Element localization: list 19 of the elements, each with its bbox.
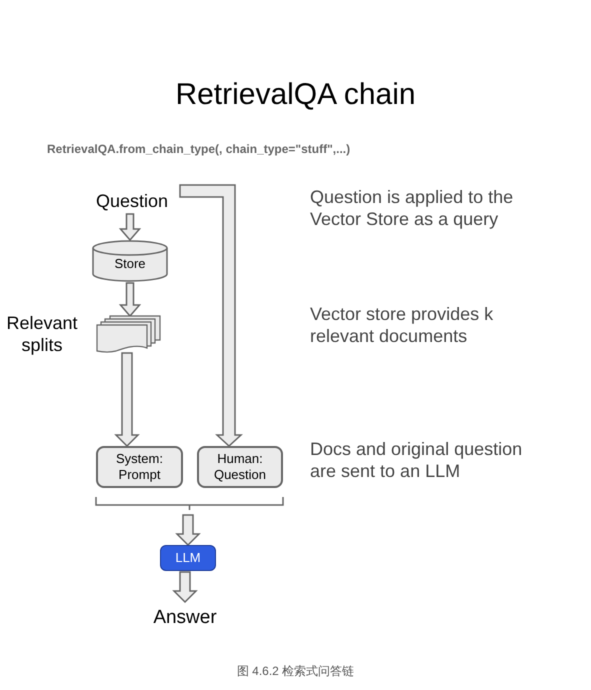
node-label: Question	[96, 190, 168, 212]
annotation-text: Vector store provides k relevant documents	[310, 303, 494, 347]
annotation-text: Docs and original question are sent to an LLM	[310, 438, 524, 482]
merge-arrow	[95, 496, 284, 546]
block-arrow	[114, 352, 140, 448]
block-arrow	[172, 571, 198, 604]
title: RetrievalQA chain	[175, 77, 416, 113]
node-label: Store	[114, 255, 146, 274]
code-snippet: RetrievalQA.from_chain_type(, chain_type="stuff",...)	[47, 141, 350, 158]
process-box: System: Prompt	[96, 446, 183, 488]
process-box: Human: Question	[197, 446, 283, 488]
node-label: Relevant splits	[5, 312, 79, 356]
block-arrow	[118, 282, 142, 318]
block-arrow	[179, 184, 243, 448]
process-box: LLM	[160, 545, 216, 571]
figure-caption: 图 4.6.2 检索式问答链	[236, 663, 354, 680]
block-arrow	[118, 213, 142, 242]
node-label: Answer	[153, 606, 217, 630]
annotation-text: Question is applied to the Vector Store as a query	[310, 186, 514, 230]
